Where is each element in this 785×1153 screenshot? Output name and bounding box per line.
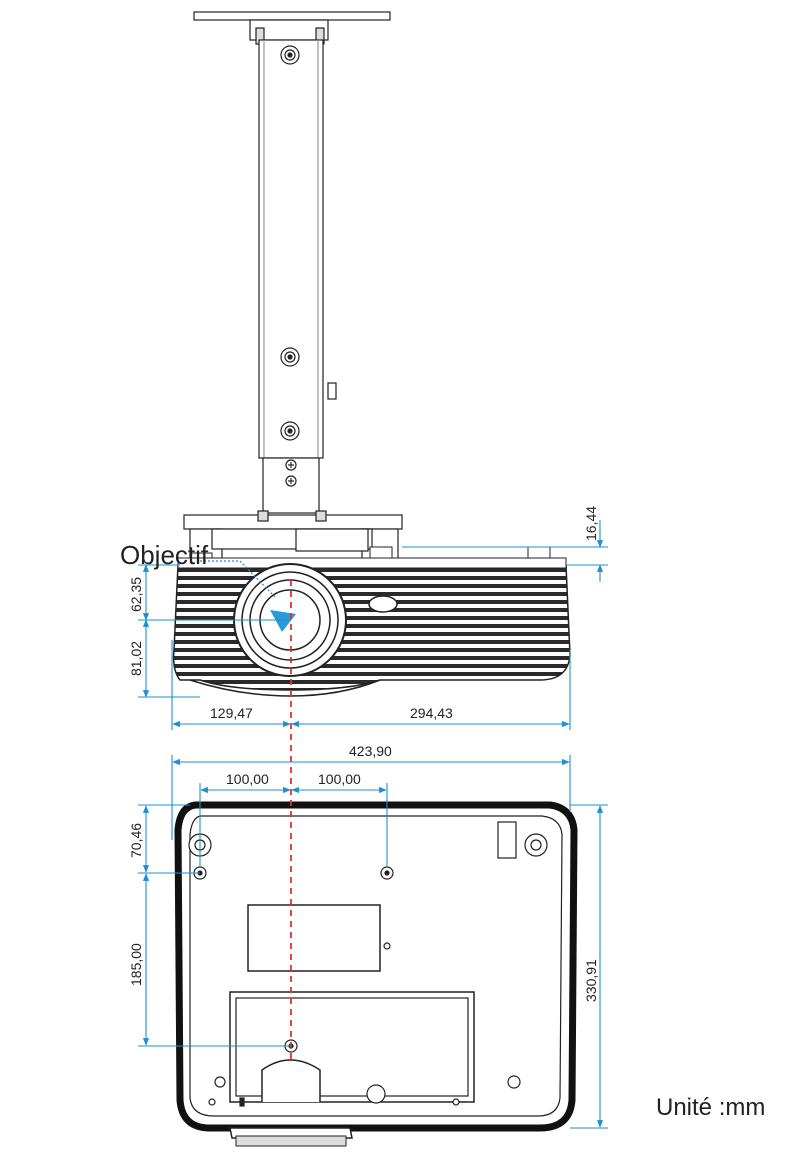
extension-pole [258,39,324,459]
lens-label: Objectif [120,540,209,570]
dim-100-00-left: 100,00 [226,771,269,787]
ceiling-plate [193,11,391,21]
projector-bottom-view [174,801,578,1147]
dim-185-00: 185,00 [128,943,144,986]
dim-81-02: 81,02 [128,641,144,676]
pole-bolt-top [280,45,300,65]
dim-294-43: 294,43 [410,705,453,721]
lens-label-leader [200,560,277,599]
pole-bolt-bottom [280,421,300,441]
dim-423-90: 423,90 [349,743,392,759]
dim-129-47: 129,47 [210,705,253,721]
dim-70-46: 70,46 [128,823,144,858]
dim-62-35: 62,35 [128,577,144,612]
projector-front-view [172,546,571,697]
unit-label: Unité :mm [656,1094,766,1121]
dim-16-44: 16,44 [583,506,599,541]
pole-bolt-mid [280,347,300,367]
label-plate [247,904,381,972]
dim-330-91: 330,91 [583,959,599,1002]
mount-bracket [183,514,403,530]
dim-100-00-right: 100,00 [318,771,361,787]
ceiling-mount [183,11,403,560]
dimension-lines [138,520,608,1129]
dimension-labels: 16,44 62,35 81,02 129,47 294,43 423,90 1… [128,506,599,1002]
